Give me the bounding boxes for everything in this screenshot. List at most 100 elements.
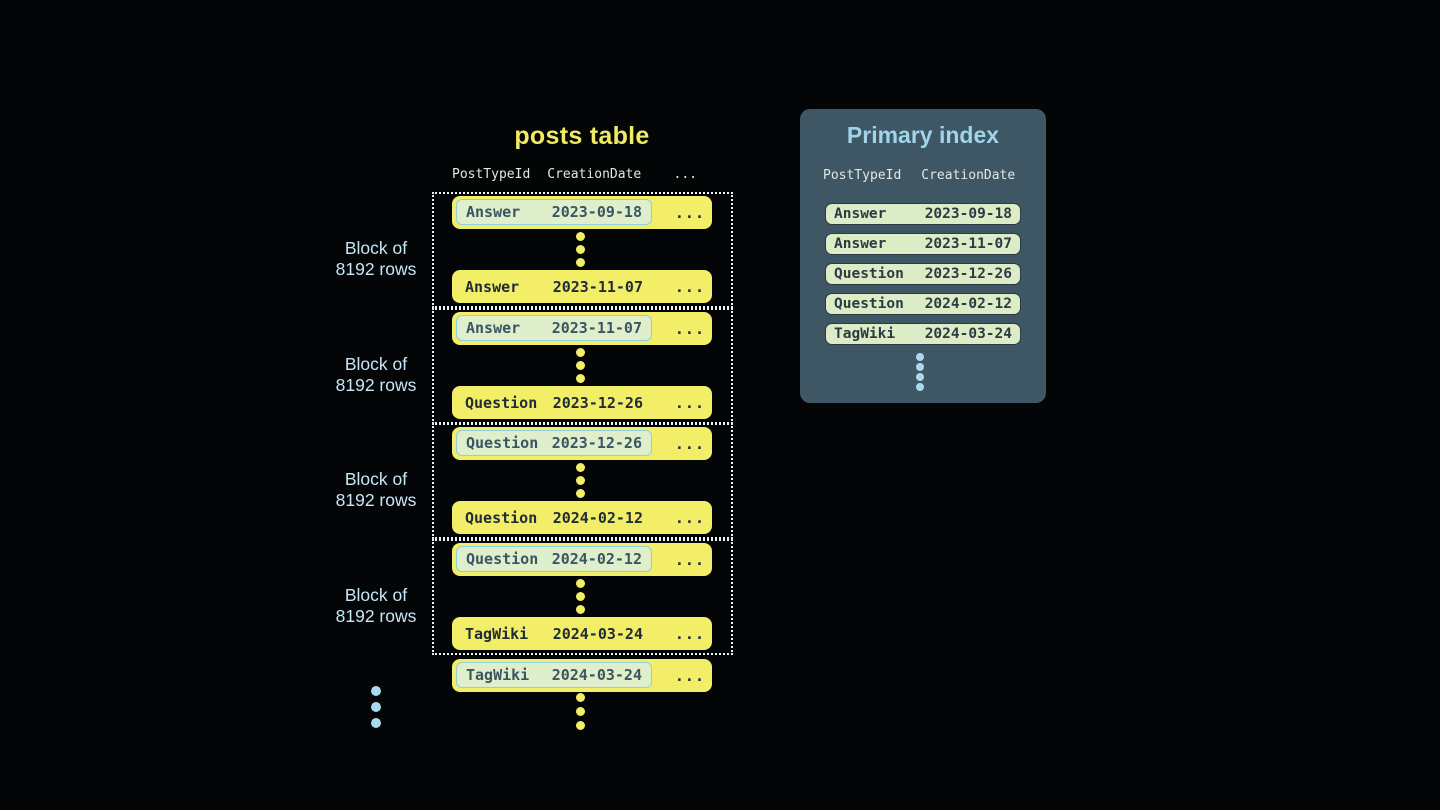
index-entry: Question 2024-02-12 (825, 293, 1021, 315)
row-ellipsis: ... (674, 550, 705, 569)
dot (916, 373, 924, 381)
dot (371, 718, 381, 728)
block-4-last-row: TagWiki 2024-03-24 ... (452, 617, 712, 650)
dot (576, 605, 585, 614)
dot (576, 579, 585, 588)
post-type-value: Answer (466, 319, 521, 337)
next-block-first-row: TagWiki 2024-03-24 ... (452, 659, 712, 692)
more-blocks-dots (371, 686, 381, 728)
primary-index-title: Primary index (846, 122, 1000, 148)
block-3-first-row-index-highlight: Question 2023-12-26 (456, 430, 652, 456)
row-ellipsis: ... (674, 434, 705, 453)
dot (576, 361, 585, 370)
block-2: Answer 2023-11-07 ... Question 2023-12-2… (432, 308, 733, 424)
post-type-value: Question (465, 393, 538, 412)
dot (371, 686, 381, 696)
posts-col-more-ellipsis: ... (673, 167, 697, 182)
block-label-line2: 8192 rows (335, 375, 417, 395)
more-rows-dots (576, 693, 585, 730)
posts-col-creationdate: CreationDate (547, 167, 642, 182)
post-type-value: Question (466, 434, 539, 452)
post-type-value: Question (834, 266, 904, 282)
row-ellipsis: ... (674, 508, 705, 527)
block-label-line1: Block of (344, 354, 408, 374)
row-ellipsis: ... (674, 277, 705, 296)
creation-date-value: 2023-11-07 (924, 236, 1012, 252)
dot (576, 232, 585, 241)
block-label-line1: Block of (344, 238, 408, 258)
block-1-last-row: Answer 2023-11-07 ... (452, 270, 712, 303)
block-2-first-row-index-highlight: Answer 2023-11-07 (456, 315, 652, 341)
dot (576, 693, 585, 702)
creation-date-value: 2024-03-24 (552, 624, 643, 643)
post-type-value: TagWiki (834, 326, 896, 342)
posts-table-column-headers: PostTypeId CreationDate ... (452, 167, 706, 182)
primary-index-column-headers: PostTypeId CreationDate (823, 168, 1015, 183)
block-4-first-row: Question 2024-02-12 ... (452, 543, 712, 576)
creation-date-value: 2023-12-26 (552, 393, 643, 412)
dot (576, 245, 585, 254)
dot (576, 463, 585, 472)
block-4: Question 2024-02-12 ... TagWiki 2024-03-… (432, 539, 733, 655)
hidden-rows-dots (576, 463, 585, 498)
post-type-value: Question (465, 508, 538, 527)
creation-date-value: 2024-02-12 (924, 296, 1012, 312)
row-ellipsis: ... (674, 319, 705, 338)
row-ellipsis: ... (674, 203, 705, 222)
row-ellipsis: ... (674, 666, 705, 685)
hidden-rows-dots (576, 348, 585, 383)
index-entry: Question 2023-12-26 (825, 263, 1021, 285)
index-col-creationdate: CreationDate (921, 168, 1016, 183)
creation-date-value: 2024-03-24 (924, 326, 1012, 342)
block-3-last-row: Question 2024-02-12 ... (452, 501, 712, 534)
dot (576, 348, 585, 357)
block-1-label: Block of 8192 rows (301, 238, 451, 280)
block-3-last-row-values: Question 2024-02-12 (456, 501, 652, 534)
block-3-first-row: Question 2023-12-26 ... (452, 427, 712, 460)
post-type-value: Answer (834, 236, 887, 252)
index-col-posttypeid: PostTypeId (823, 168, 902, 183)
block-2-last-row-values: Question 2023-12-26 (456, 386, 652, 419)
dot (916, 353, 924, 361)
creation-date-value: 2023-11-07 (551, 319, 642, 337)
block-1-last-row-values: Answer 2023-11-07 (456, 270, 652, 303)
dot (576, 476, 585, 485)
block-1: Answer 2023-09-18 ... Answer 2023-11-07 … (432, 192, 733, 308)
primary-index-panel: Primary index PostTypeId CreationDate An… (800, 109, 1046, 403)
row-ellipsis: ... (674, 624, 705, 643)
row-ellipsis: ... (674, 393, 705, 412)
block-1-first-row: Answer 2023-09-18 ... (452, 196, 712, 229)
post-type-value: Answer (466, 203, 521, 221)
creation-date-value: 2023-12-26 (551, 434, 642, 452)
creation-date-value: 2023-12-26 (924, 266, 1012, 282)
block-2-last-row: Question 2023-12-26 ... (452, 386, 712, 419)
creation-date-value: 2024-02-12 (551, 550, 642, 568)
posts-table-title: posts table (514, 122, 650, 150)
block-3-label: Block of 8192 rows (301, 469, 451, 511)
block-3: Question 2023-12-26 ... Question 2024-02… (432, 423, 733, 539)
creation-date-value: 2023-09-18 (924, 206, 1012, 222)
dot (371, 702, 381, 712)
block-1-first-row-index-highlight: Answer 2023-09-18 (456, 199, 652, 225)
block-2-label: Block of 8192 rows (301, 354, 451, 396)
block-label-line2: 8192 rows (335, 259, 417, 279)
block-4-label: Block of 8192 rows (301, 585, 451, 627)
dot (576, 374, 585, 383)
index-entry: Answer 2023-11-07 (825, 233, 1021, 255)
block-2-first-row: Answer 2023-11-07 ... (452, 312, 712, 345)
post-type-value: Question (834, 296, 904, 312)
block-label-line1: Block of (344, 585, 408, 605)
creation-date-value: 2023-11-07 (552, 277, 643, 296)
dot (916, 363, 924, 371)
creation-date-value: 2024-03-24 (551, 666, 642, 684)
dot (576, 258, 585, 267)
post-type-value: TagWiki (466, 666, 530, 684)
dot (916, 383, 924, 391)
block-label-line2: 8192 rows (335, 490, 417, 510)
index-entry: Answer 2023-09-18 (825, 203, 1021, 225)
dot (576, 707, 585, 716)
dot (576, 489, 585, 498)
post-type-value: Question (466, 550, 539, 568)
block-label-line1: Block of (344, 469, 408, 489)
